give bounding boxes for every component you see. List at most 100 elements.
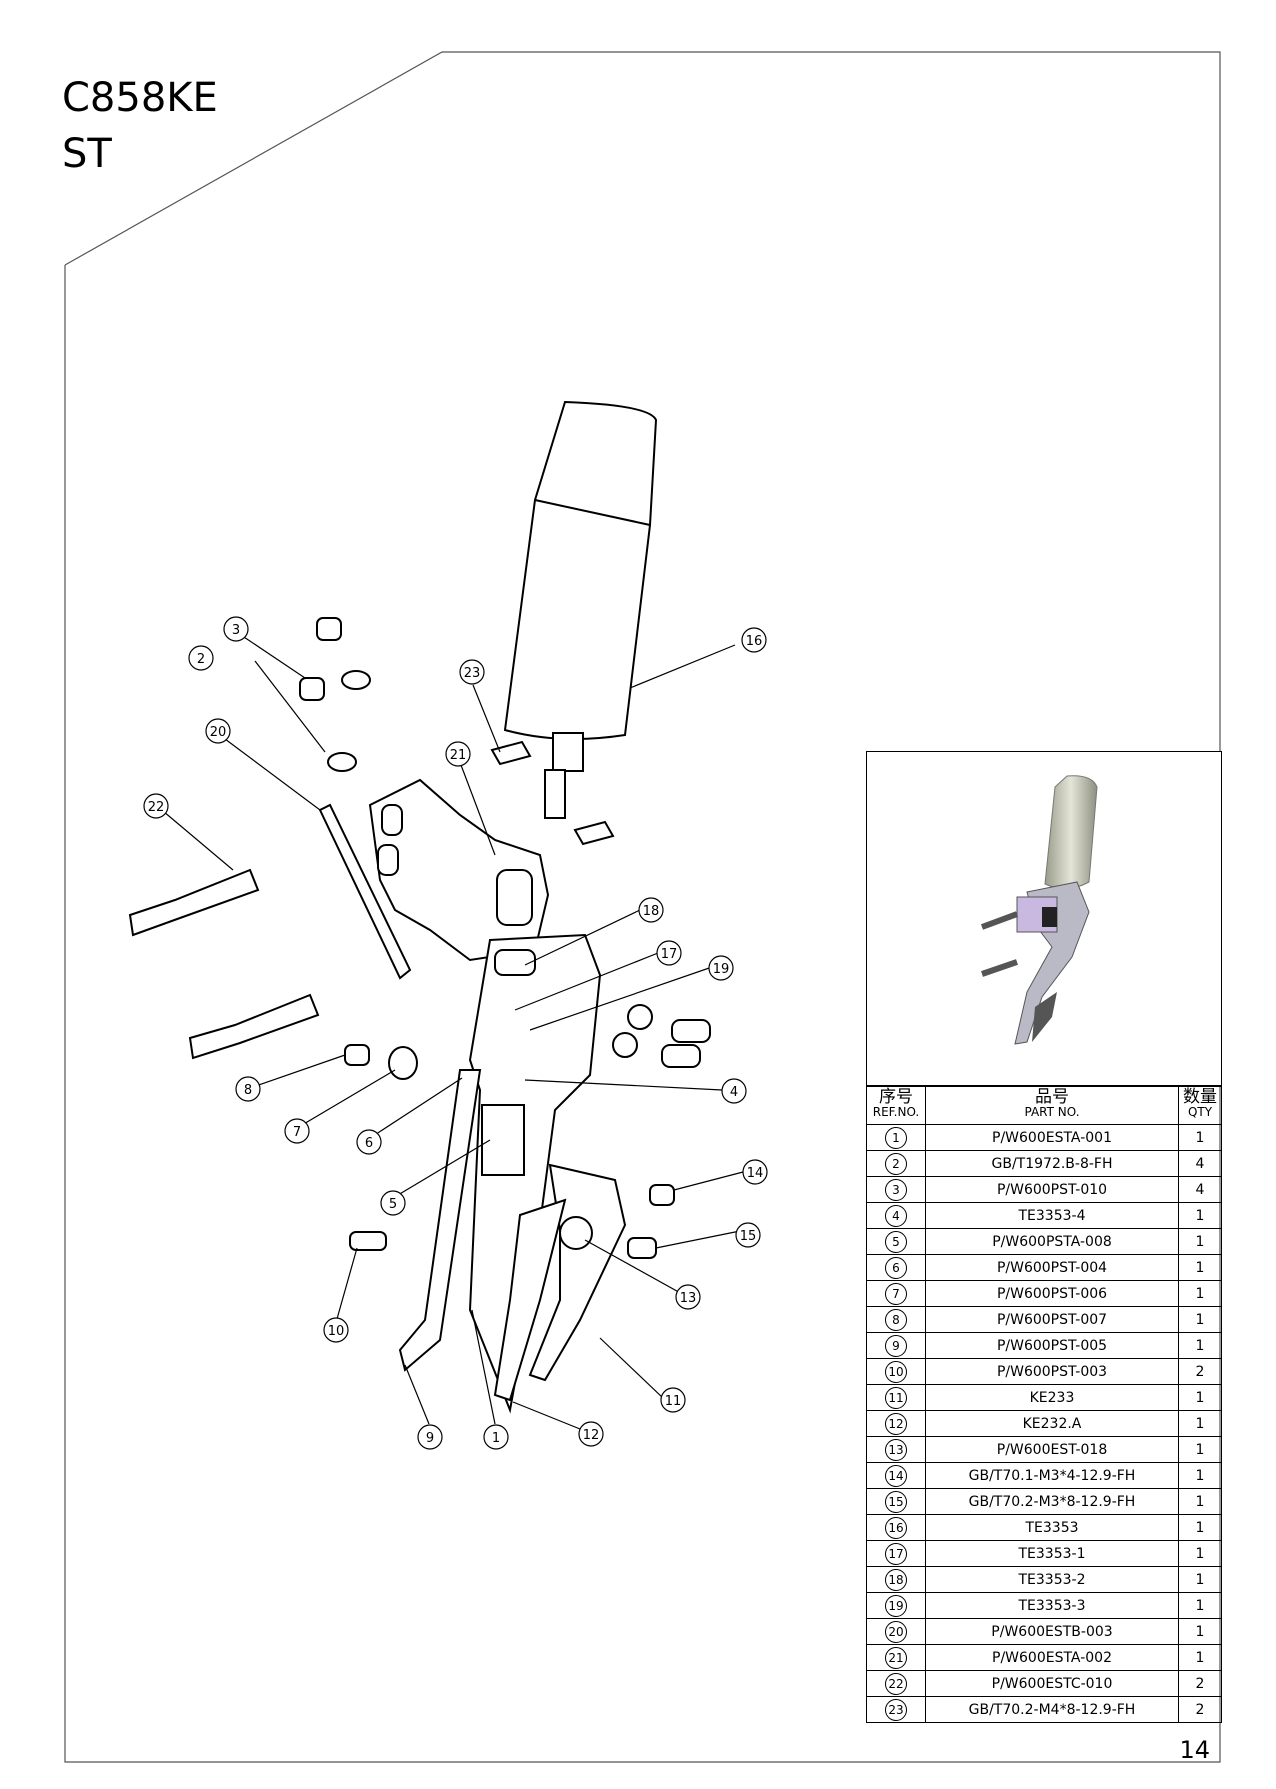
quantity: 1 [1178, 1306, 1222, 1333]
page-number: 14 [1179, 1736, 1210, 1764]
svg-text:23: 23 [464, 666, 481, 681]
arm-12 [493, 1198, 567, 1402]
quantity: 1 [1178, 1436, 1222, 1463]
quantity: 1 [1178, 1462, 1222, 1489]
callout-18: 18 [638, 897, 664, 923]
part-number: P/W600ESTA-001 [925, 1124, 1179, 1151]
quantity: 1 [1178, 1644, 1222, 1671]
ref-number: 14 [885, 1464, 907, 1487]
screw-4a [671, 1019, 711, 1043]
svg-text:2: 2 [197, 652, 205, 667]
washer-2b [327, 752, 357, 772]
svg-text:12: 12 [583, 1428, 600, 1443]
callout-23: 23 [459, 659, 485, 685]
pin-22b [188, 993, 320, 1060]
part-number: P/W600ESTA-002 [925, 1644, 1179, 1671]
part-number: TE3353 [925, 1514, 1179, 1541]
bracket-hole-b [377, 844, 399, 876]
part-number: P/W600EST-018 [925, 1436, 1179, 1463]
svg-text:1: 1 [492, 1431, 500, 1446]
part-number: P/W600PST-006 [925, 1280, 1179, 1307]
cylinder-cap [534, 499, 651, 526]
ref-number: 19 [885, 1594, 907, 1617]
part-number: KE232.A [925, 1410, 1179, 1437]
washer-7 [388, 1046, 418, 1080]
callout-4: 4 [721, 1078, 747, 1104]
svg-text:22: 22 [148, 800, 165, 815]
callout-8: 8 [235, 1076, 261, 1102]
part-number: P/W600PST-010 [925, 1176, 1179, 1203]
svg-text:10: 10 [328, 1324, 345, 1339]
cylinder-shaft [552, 732, 584, 772]
quantity: 1 [1178, 1592, 1222, 1619]
screw-3b [299, 677, 325, 701]
gear-13 [559, 1216, 593, 1250]
ref-number: 7 [885, 1282, 907, 1305]
screw-15 [627, 1237, 657, 1259]
ref-number: 15 [885, 1490, 907, 1513]
washer-2a [341, 670, 371, 690]
callout-21: 21 [445, 741, 471, 767]
part-number: P/W600PSTA-008 [925, 1228, 1179, 1255]
ref-number: 23 [885, 1698, 907, 1721]
callout-5: 5 [380, 1190, 406, 1216]
callout-17: 17 [656, 940, 682, 966]
part-number: P/W600ESTB-003 [925, 1618, 1179, 1645]
svg-text:14: 14 [747, 1166, 764, 1181]
model-title: C858KE [62, 75, 218, 121]
quantity: 1 [1178, 1540, 1222, 1567]
callout-3: 3 [223, 616, 249, 642]
screw-8 [344, 1044, 370, 1066]
ref-number: 2 [885, 1152, 907, 1175]
quantity: 1 [1178, 1332, 1222, 1359]
cylinder-body [503, 400, 658, 740]
svg-text:9: 9 [426, 1431, 434, 1446]
cylinder-rod [544, 769, 566, 819]
screw-21 [573, 820, 615, 846]
part-number: TE3353-4 [925, 1202, 1179, 1229]
svg-text:15: 15 [740, 1229, 757, 1244]
screw-14 [649, 1184, 675, 1206]
ref-number: 13 [885, 1438, 907, 1461]
quantity: 1 [1178, 1202, 1222, 1229]
svg-text:13: 13 [680, 1291, 697, 1306]
callout-7: 7 [284, 1118, 310, 1144]
ref-number: 1 [885, 1126, 907, 1149]
bracket-hole-a [381, 804, 403, 836]
plate-20 [318, 803, 412, 980]
part-number: P/W600ESTC-010 [925, 1670, 1179, 1697]
svg-text:18: 18 [643, 904, 660, 919]
part-number: TE3353-2 [925, 1566, 1179, 1593]
svg-text:21: 21 [450, 748, 467, 763]
part-number: KE233 [925, 1384, 1179, 1411]
svg-text:3: 3 [232, 623, 240, 638]
model-subtitle: ST [62, 131, 112, 177]
part-number: GB/T70.2-M4*8-12.9-FH [925, 1696, 1179, 1723]
ref-number: 10 [885, 1360, 907, 1383]
svg-text:17: 17 [661, 947, 678, 962]
ref-number: 8 [885, 1308, 907, 1331]
header-part: 品号 PART NO. [925, 1085, 1179, 1125]
part-number: TE3353-3 [925, 1592, 1179, 1619]
quantity: 2 [1178, 1696, 1222, 1723]
svg-text:4: 4 [730, 1085, 738, 1100]
callout-6: 6 [356, 1129, 382, 1155]
callout-10: 10 [323, 1317, 349, 1343]
part-number: P/W600PST-004 [925, 1254, 1179, 1281]
quantity: 4 [1178, 1150, 1222, 1177]
quantity: 1 [1178, 1254, 1222, 1281]
quantity: 1 [1178, 1124, 1222, 1151]
quantity: 1 [1178, 1280, 1222, 1307]
